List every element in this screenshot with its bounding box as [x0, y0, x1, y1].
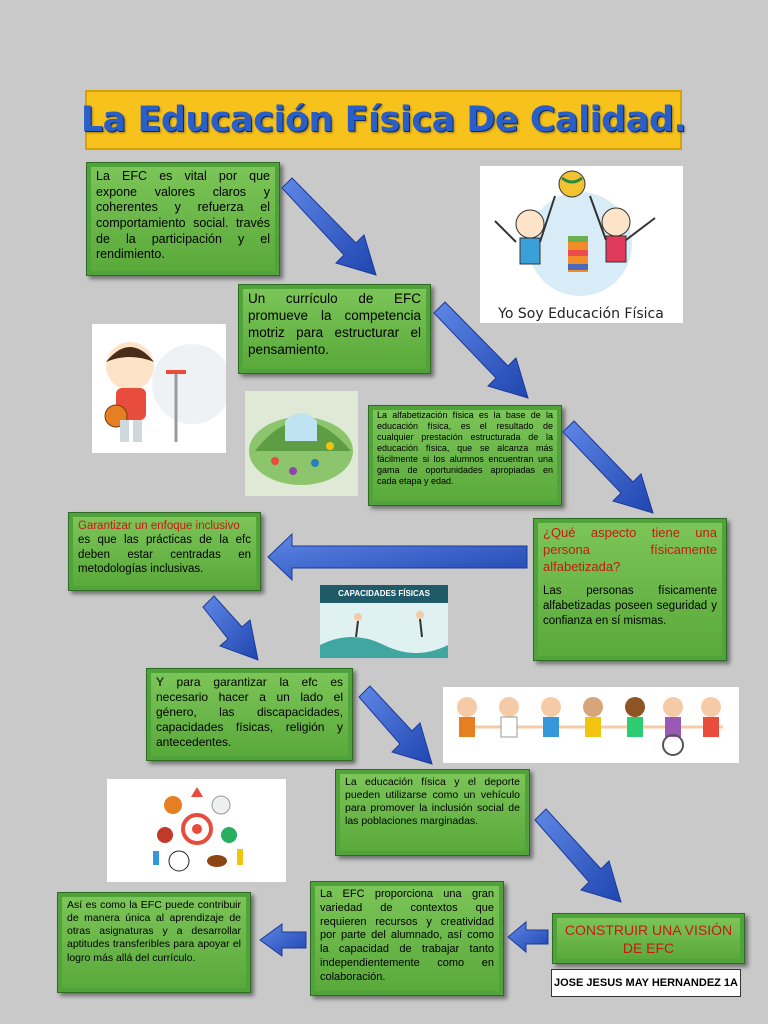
arrow-left-1	[267, 532, 528, 582]
athletes-icon	[320, 611, 448, 658]
heading-text: Garantizar un enfoque inclusivo	[78, 520, 240, 532]
box-text: La educación física y el deporte pueden …	[345, 776, 520, 828]
capacidades-fisicas-image: CAPACIDADES FÍSICAS	[320, 585, 448, 658]
box-text: La EFC es vital por que expone valores c…	[96, 169, 270, 262]
box-text: CONSTRUIR UNA VISIÓN DE EFC	[564, 922, 733, 956]
basketball-icon	[104, 342, 226, 442]
arrow-diagonal-4	[202, 595, 259, 661]
box-contextos: La EFC proporciona una gran variedad de …	[310, 881, 504, 996]
answer-text: Las personas físicamente alfabetizadas p…	[543, 584, 717, 627]
author-signature: JOSE JESUS MAY HERNANDEZ 1A	[551, 969, 741, 997]
arrow-left-2	[507, 920, 549, 954]
page-title: La Educación Física De Calidad.	[81, 90, 687, 150]
box-inclusion-social: La educación física y el deporte pueden …	[335, 769, 530, 856]
arrow-diagonal-6	[534, 808, 622, 903]
box-text: Así es como la EFC puede contribuir de m…	[67, 899, 241, 964]
arrow-diagonal-5	[358, 685, 433, 765]
box-efc-vital: La EFC es vital por que expone valores c…	[86, 162, 280, 276]
box-text: La EFC proporciona una gran variedad de …	[320, 888, 494, 983]
box-content: Garantizar un enfoque inclusivo es que l…	[78, 519, 251, 584]
box-enfoque-inclusivo: Garantizar un enfoque inclusivo es que l…	[68, 512, 261, 591]
box-asi-es: Así es como la EFC puede contribuir de m…	[57, 892, 251, 993]
arrow-diagonal-3	[562, 420, 654, 514]
box-alfabetizacion: La alfabetización física es la base de l…	[368, 405, 562, 506]
outdoor-activities-image	[245, 391, 358, 496]
kids-holding-hands-image	[443, 687, 739, 763]
box-text: La alfabetización física es la base de l…	[377, 410, 553, 486]
box-curriculo: Un currículo de EFC promueve la competen…	[238, 284, 431, 374]
landscape-icon	[249, 413, 353, 485]
sports-equipment-image	[107, 779, 286, 882]
body-text: es que las prácticas de la efc deben est…	[78, 534, 251, 576]
boy-basketball-image	[92, 324, 226, 453]
children-icon	[457, 697, 723, 756]
box-garantizar: Y para garantizar la efc es necesario ha…	[146, 668, 353, 761]
arrow-left-3	[259, 923, 307, 957]
box-content: ¿Qué aspecto tiene una persona físicamen…	[543, 525, 717, 654]
box-construir-vision: CONSTRUIR UNA VISIÓN DE EFC	[552, 913, 745, 964]
question-text: ¿Qué aspecto tiene una persona físicamen…	[543, 525, 717, 574]
box-text: Un currículo de EFC promueve la competen…	[248, 291, 421, 357]
box-aspecto: ¿Qué aspecto tiene una persona físicamen…	[533, 518, 727, 661]
capacidades-caption: CAPACIDADES FÍSICAS	[320, 585, 448, 603]
box-text: Y para garantizar la efc es necesario ha…	[156, 675, 343, 749]
logo-caption: Yo Soy Educación Física	[497, 306, 664, 322]
arrow-diagonal-1	[281, 177, 377, 276]
logo-yo-soy-educacion-fisica: Yo Soy Educación Física	[480, 166, 683, 323]
kids-jumping-illustration: Yo Soy Educación Física	[494, 170, 664, 322]
sports-balls-icon	[153, 787, 243, 872]
arrow-diagonal-2	[433, 301, 529, 399]
